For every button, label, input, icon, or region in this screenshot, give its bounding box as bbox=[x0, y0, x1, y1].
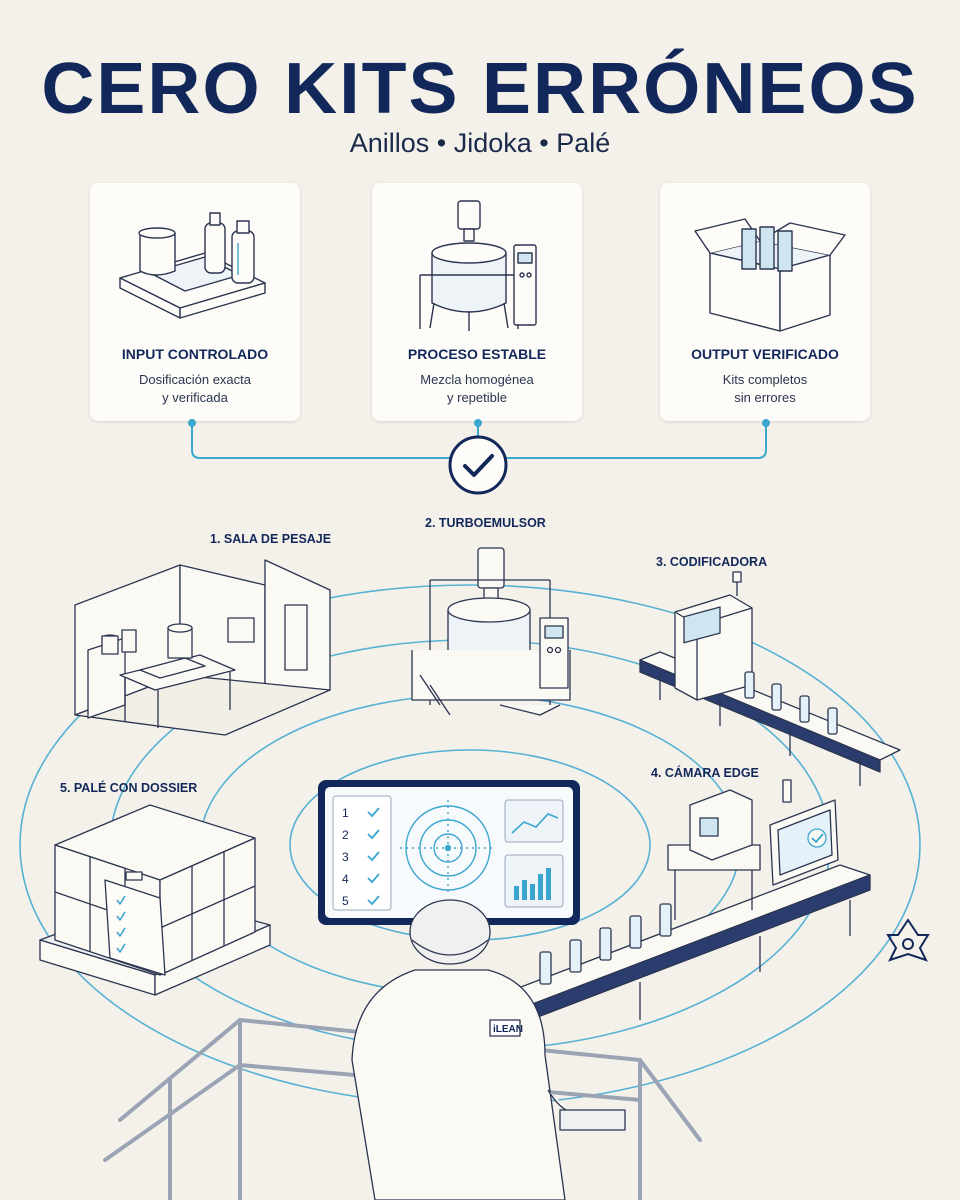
control-dashboard: 1 2 3 4 5 bbox=[318, 780, 580, 925]
station-label-emulsifier: 2. TURBOEMULSOR bbox=[425, 516, 546, 530]
pillar-desc-line: y repetible bbox=[447, 390, 507, 405]
svg-text:1: 1 bbox=[342, 806, 349, 820]
mixer-tank-icon bbox=[419, 200, 537, 331]
pillar-title: OUTPUT VERIFICADO bbox=[691, 346, 839, 362]
operator-badge: iLEAN bbox=[493, 1024, 523, 1035]
pillar-title: PROCESO ESTABLE bbox=[407, 346, 547, 362]
pillar-connector bbox=[188, 419, 770, 495]
checklist-icon: 1 2 3 4 5 bbox=[332, 795, 392, 911]
svg-text:4: 4 bbox=[342, 872, 349, 886]
pillar-desc-line: Kits completos bbox=[722, 372, 808, 387]
pillar-card-process: PROCESO ESTABLE Mezcla homogénea y repet… bbox=[372, 183, 582, 421]
pillar-desc-line: Mezcla homogénea bbox=[420, 372, 534, 387]
brand-logo-icon bbox=[886, 918, 930, 962]
check-circle-icon bbox=[448, 435, 508, 495]
box-icon bbox=[694, 218, 846, 332]
pillar-title: INPUT CONTROLADO bbox=[121, 346, 269, 362]
scale-icon bbox=[119, 212, 266, 319]
factory-scene: 1 2 3 4 5 bbox=[19, 547, 930, 1200]
svg-text:2: 2 bbox=[342, 828, 349, 842]
pillar-desc-line: y verificada bbox=[162, 390, 228, 405]
pallet-with-dossier bbox=[39, 804, 271, 996]
station-label-camera: 4. CÁMARA EDGE bbox=[651, 766, 759, 780]
target-icon bbox=[400, 800, 496, 896]
page-subtitle: Anillos • Jidoka • Palé bbox=[349, 128, 611, 158]
pillar-description: Dosificación exacta y verificada bbox=[90, 371, 300, 407]
turbo-emulsifier bbox=[411, 547, 571, 716]
pillar-card-input: INPUT CONTROLADO Dosificación exacta y v… bbox=[90, 183, 300, 421]
operator: iLEAN bbox=[351, 899, 626, 1200]
line-chart-icon bbox=[504, 799, 564, 843]
svg-text:5: 5 bbox=[342, 894, 349, 908]
page-title: CERO KITS ERRÓNEOS bbox=[41, 49, 919, 129]
svg-text:3: 3 bbox=[342, 850, 349, 864]
pillar-description: Mezcla homogénea y repetible bbox=[372, 371, 582, 407]
pillar-desc-line: Dosificación exacta bbox=[139, 372, 251, 387]
station-label-coder: 3. CODIFICADORA bbox=[656, 555, 768, 569]
station-label-weighing: 1. SALA DE PESAJE bbox=[210, 532, 332, 546]
weighing-room bbox=[74, 559, 331, 736]
bar-chart-icon bbox=[504, 854, 564, 908]
pillar-description: Kits completos sin errores bbox=[660, 371, 870, 407]
pillar-desc-line: sin errores bbox=[734, 390, 796, 405]
coding-machine bbox=[639, 571, 901, 786]
pillar-card-output: OUTPUT VERIFICADO Kits completos sin err… bbox=[660, 183, 870, 421]
station-label-pallet: 5. PALÉ CON DOSSIER bbox=[60, 781, 198, 795]
